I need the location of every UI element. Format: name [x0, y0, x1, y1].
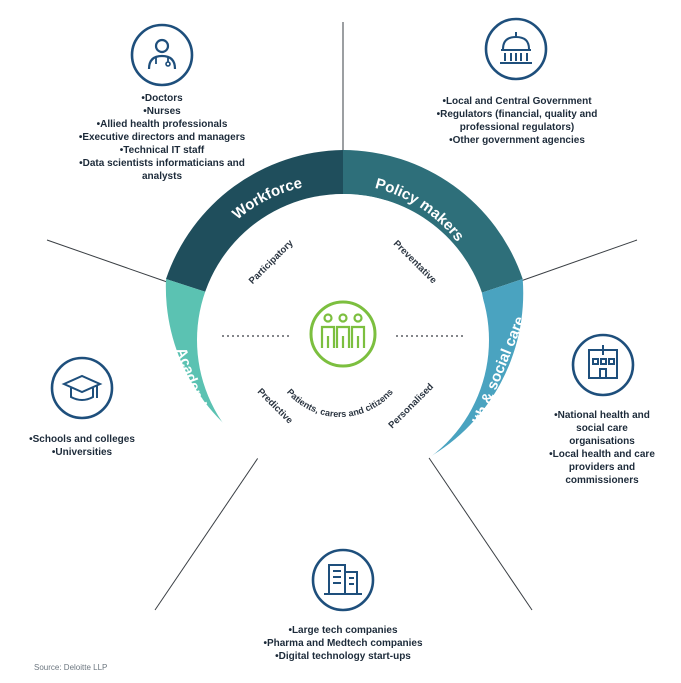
list-item: Universities	[22, 446, 142, 459]
government-dome-icon	[484, 17, 548, 81]
list-item: Digital technology start-ups	[240, 650, 446, 663]
list-item: Local health and care providers and comm…	[544, 448, 660, 487]
divider-line-bottom-left	[154, 451, 263, 611]
list-workforce: Doctors Nurses Allied health professiona…	[72, 92, 252, 183]
people-group-icon	[309, 300, 377, 368]
list-item: Technical IT staff	[72, 144, 252, 157]
list-item: Regulators (financial, quality and profe…	[436, 108, 598, 134]
office-building-icon	[311, 548, 375, 612]
divider-line-left	[46, 239, 171, 284]
list-item: Allied health professionals	[72, 118, 252, 131]
segment-policy-makers	[343, 150, 523, 293]
list-academia: Schools and colleges Universities	[22, 433, 142, 459]
list-item: Pharma and Medtech companies	[240, 637, 446, 650]
divider-line-right	[514, 239, 638, 284]
divider-line-bottom-right	[424, 451, 533, 611]
source-note: Source: Deloitte LLP	[34, 663, 108, 672]
segment-academia	[165, 279, 270, 453]
segment-health-social-care	[411, 279, 524, 462]
list-item: Doctors	[72, 92, 252, 105]
segment-label-industry: Industry	[310, 484, 370, 501]
segment-workforce	[166, 150, 343, 293]
list-item: National health and social care organisa…	[544, 409, 660, 448]
list-item: Nurses	[72, 105, 252, 118]
divider-lines	[46, 22, 638, 611]
list-item: Schools and colleges	[22, 433, 142, 446]
list-item: Local and Central Government	[436, 95, 598, 108]
list-policy-makers: Local and Central Government Regulators …	[436, 95, 598, 147]
list-item: Executive directors and managers	[72, 131, 252, 144]
doctor-icon	[130, 23, 194, 87]
list-item: Other government agencies	[436, 134, 598, 147]
hospital-icon	[571, 333, 635, 397]
list-health-social-care: National health and social care organisa…	[544, 409, 660, 487]
list-item: Large tech companies	[240, 624, 446, 637]
graduation-cap-icon	[50, 356, 114, 420]
list-item: Data scientists informaticians and analy…	[72, 157, 252, 183]
list-industry: Large tech companies Pharma and Medtech …	[240, 624, 446, 663]
